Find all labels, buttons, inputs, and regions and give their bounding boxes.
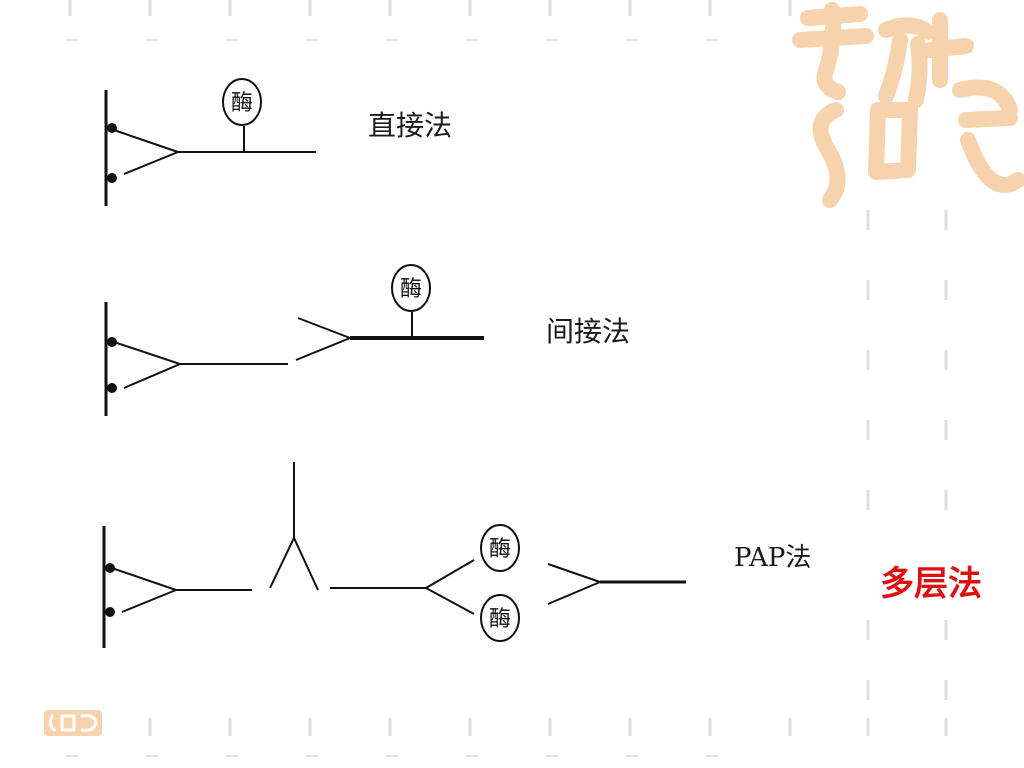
- enzyme-label: 酶: [400, 277, 422, 302]
- pap-antigen-dots: [105, 563, 115, 617]
- small-logo-icon: [44, 710, 102, 736]
- direct-antigen-dots: [107, 123, 117, 183]
- indirect-method-label: 间接法: [546, 315, 631, 348]
- enzyme-label: 酶: [231, 91, 253, 116]
- pap-method-label: PAP法: [734, 543, 812, 573]
- indirect-antigen-dots: [107, 337, 117, 393]
- calligraphy-watermark-icon: [792, 2, 1024, 208]
- enzyme-label: 酶: [489, 607, 511, 632]
- pap-method-diagram: [102, 462, 686, 648]
- enzyme-label: 酶: [489, 537, 511, 562]
- multilayer-method-label: 多层法: [880, 564, 982, 604]
- direct-method-label: 直接法: [368, 109, 453, 142]
- direct-method-diagram: [104, 90, 316, 206]
- indirect-method-diagram: [104, 302, 484, 416]
